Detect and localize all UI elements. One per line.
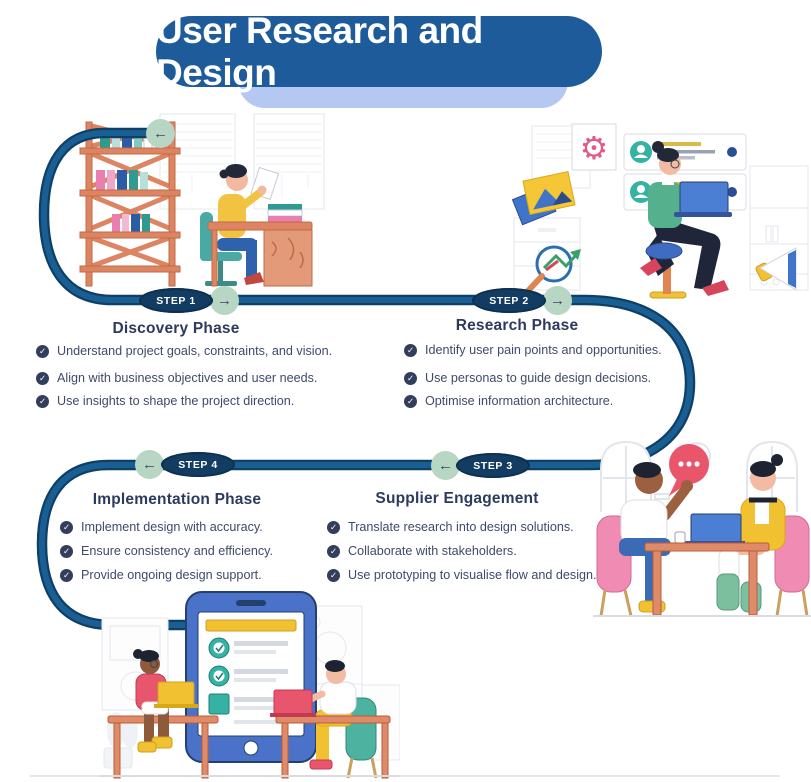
step-2-bullet: ✓ Identify user pain points and opportun… — [404, 343, 662, 357]
check-icon: ✓ — [36, 344, 49, 358]
page-title-text: User Research and Design — [156, 9, 483, 93]
step-2-badge: STEP 2 — [472, 288, 546, 313]
checklist-row-2 — [208, 665, 288, 687]
step-1-heading: Discovery Phase — [112, 320, 240, 337]
speech-bubble-icon — [669, 444, 709, 496]
step-4-bullet: ✓ Implement design with accuracy. — [60, 520, 263, 534]
check-icon: ✓ — [404, 394, 417, 408]
woman-on-desk — [107, 649, 219, 779]
step-1-badge: STEP 1 — [139, 288, 213, 313]
step-3-arrow-circle: ← — [431, 451, 460, 480]
person-reading — [217, 164, 280, 285]
implementation-illustration — [100, 590, 401, 782]
arrow-left-icon: ← — [153, 125, 168, 142]
step-2-bullet: ✓ Use personas to guide design decisions… — [404, 371, 651, 385]
step-3-bullet: ✓ Translate research into design solutio… — [327, 520, 574, 534]
check-icon: ✓ — [60, 520, 73, 534]
check-icon: ✓ — [60, 544, 73, 558]
megaphone-icon — [755, 247, 797, 291]
image-icon — [511, 170, 576, 226]
step-3-badge: STEP 3 — [456, 453, 530, 478]
arrow-left-icon: ← — [142, 456, 157, 473]
check-icon: ✓ — [404, 343, 417, 357]
step-1-bullet: ✓ Align with business objectives and use… — [36, 371, 317, 385]
step-4-bullet: ✓ Provide ongoing design support. — [60, 568, 262, 582]
step-1-bullet: ✓ Use insights to shape the project dire… — [36, 394, 294, 408]
step-4-heading: Implementation Phase — [92, 491, 262, 508]
step-3-bullet: ✓ Use prototyping to visualise flow and … — [327, 568, 597, 582]
man-talking — [596, 462, 693, 617]
check-icon: ✓ — [404, 371, 417, 385]
check-icon: ✓ — [60, 568, 73, 582]
check-icon: ✓ — [327, 544, 340, 558]
check-icon: ✓ — [327, 568, 340, 582]
step-1-bullet: ✓ Understand project goals, constraints,… — [36, 344, 332, 358]
meeting-table — [644, 513, 770, 616]
page-floor-line — [30, 775, 780, 777]
page-title: User Research and Design — [156, 10, 602, 93]
check-icon: ✓ — [36, 371, 49, 385]
check-icon: ✓ — [36, 394, 49, 408]
step-2-bullet: ✓ Optimise information architecture. — [404, 394, 613, 408]
step-2-heading: Research Phase — [455, 317, 579, 334]
step-4-bullet: ✓ Ensure consistency and efficiency. — [60, 544, 273, 558]
magnifier-chart-icon — [523, 245, 581, 296]
research-illustration: ⚙ — [511, 118, 810, 307]
arrow-left-icon: ← — [438, 457, 453, 474]
step-4-arrow-circle: ← — [135, 450, 164, 479]
gear-frame: ⚙ — [571, 123, 617, 171]
checklist-row-3 — [208, 693, 288, 724]
step-1-arrow-circle: → — [210, 286, 239, 315]
arrow-right-icon: → — [217, 292, 232, 309]
discovery-illustration — [72, 112, 327, 307]
woman-on-stool — [640, 141, 732, 299]
supplier-illustration — [593, 424, 811, 625]
check-icon: ✓ — [327, 520, 340, 534]
gear-icon: ⚙ — [580, 130, 609, 166]
path-core — [38, 130, 694, 628]
step-4-badge: STEP 4 — [161, 452, 235, 477]
start-arrow-circle: ← — [146, 119, 175, 148]
step-3-bullet: ✓ Collaborate with stakeholders. — [327, 544, 517, 558]
step-3-heading: Supplier Engagement — [375, 490, 539, 507]
desk — [207, 204, 313, 287]
man-at-desk — [270, 660, 391, 779]
step-2-arrow-circle: → — [543, 286, 572, 315]
arrow-right-icon: → — [550, 292, 565, 309]
checklist-row-1 — [208, 637, 288, 659]
